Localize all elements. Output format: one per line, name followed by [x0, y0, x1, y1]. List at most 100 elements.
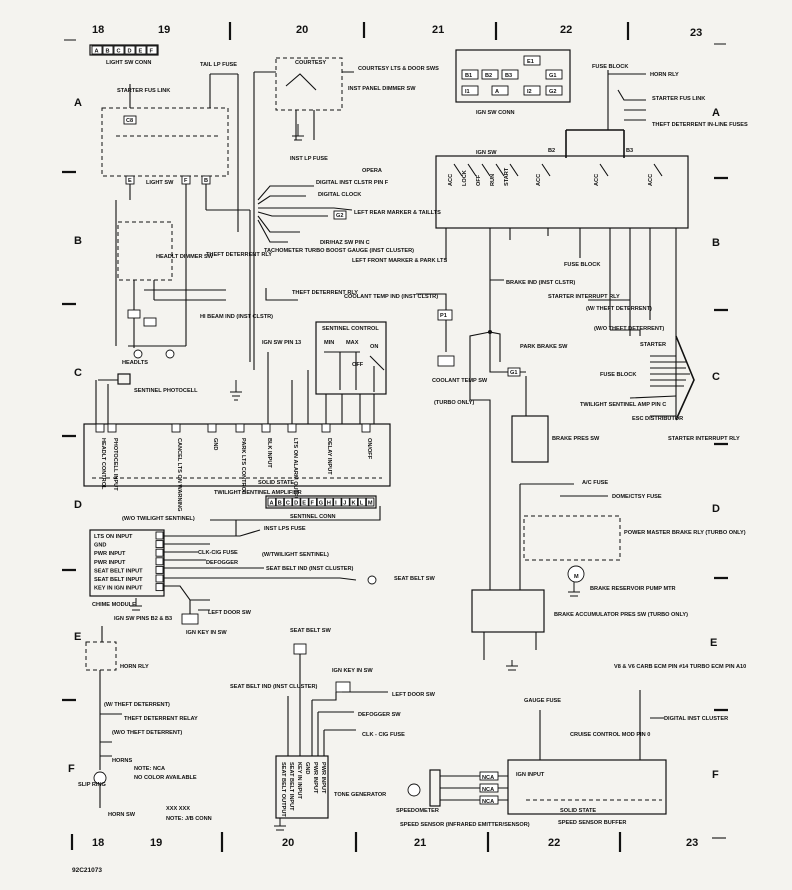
- sentinel-conn-pin-label: G: [319, 501, 323, 507]
- chime-pin: [155, 531, 164, 540]
- amp-pin-label: DELAY INPUT: [326, 438, 332, 475]
- amp-solid-state: SOLID STATE: [258, 480, 294, 486]
- svg-text:M: M: [574, 574, 579, 580]
- horn-sw-label: HORN SW: [108, 812, 136, 818]
- defogger-sw-label: DEFOGGER SW: [358, 712, 401, 718]
- digital-inst-clster-label: DIGITAL INST CLSTR PIN F: [316, 180, 389, 186]
- light-sw-pin: [91, 45, 103, 55]
- tag-g1: G1: [510, 370, 517, 376]
- horn-rly-top-label: HORN RLY: [650, 72, 679, 78]
- cruise-control-label: CRUISE CONTROL MOD PIN 0: [570, 732, 650, 738]
- chime-pin-label: LTS ON INPUT: [94, 534, 133, 540]
- sentinel-control: SENTINEL CONTROL MIN MAX ON OFF IGN SW P…: [262, 321, 387, 424]
- sentinel-max: MAX: [346, 340, 359, 346]
- chime-pin-label: PWR INPUT: [94, 551, 126, 557]
- headlts-label: HEADLTS: [122, 360, 148, 366]
- grid-rows: A B C D E F A B C D E F: [62, 97, 728, 781]
- top-right-feeds: FUSE BLOCK HORN RLY STARTER FUS LINK THE…: [565, 64, 748, 158]
- light-sw-label: LIGHT SW: [146, 180, 174, 186]
- twilight-sentinel-amplifier: TWILIGHT SENTINEL AMPLIFIER SOLID STATE …: [83, 423, 391, 511]
- digital-inst-label: DIGITAL INST CLUSTER: [664, 716, 728, 722]
- sentinel-conn-pin-label: K: [352, 501, 356, 507]
- sentinel-conn-pin-label: L: [360, 501, 364, 507]
- ign-conn-pin: [501, 69, 519, 80]
- starter-fus-link-label: STARTER FUS LINK: [117, 88, 170, 94]
- row-right-E: E: [710, 637, 717, 649]
- light-sw-pin: [124, 45, 136, 55]
- amp-pin: [261, 423, 271, 433]
- ign-contact: [467, 163, 477, 177]
- sentinel-conn-pin: [341, 497, 350, 507]
- digital-clock-label: DIGITAL CLOCK: [318, 192, 361, 198]
- tail-lp-fuse-label: TAIL LP FUSE: [200, 62, 237, 68]
- chime-pin: [155, 583, 164, 592]
- hi-beam-ind-label: HI BEAM IND (INST CLSTR): [200, 314, 273, 320]
- ign-contact: [453, 163, 463, 177]
- inst-panel-dimmer-label: INST PANEL DIMMER SW: [348, 86, 416, 92]
- amp-pin: [287, 423, 297, 433]
- row-right-B: B: [712, 237, 720, 249]
- note-nca: NOTE: NCA: [134, 766, 165, 772]
- horn-rly-label: HORN RLY: [120, 664, 149, 670]
- ign-key-in-sw-label: IGN KEY IN SW: [186, 630, 227, 636]
- amp-pin: [95, 423, 105, 433]
- tone-pin-label: KEY IN INPUT: [296, 762, 302, 799]
- sentinel-conn-pin-label: M: [368, 501, 373, 507]
- ign-contact: [653, 163, 663, 177]
- light-sw-pin: [102, 45, 114, 55]
- ign-conn-pin: [545, 85, 563, 96]
- clk-cig-fuse-label: CLK-CIG FUSE: [198, 550, 238, 556]
- ign-contact: [541, 163, 551, 177]
- amp-pin: [207, 423, 217, 433]
- ign-conn-pin-label: B2: [485, 73, 492, 79]
- tone-pin-label: PWR INPUT: [320, 762, 326, 794]
- ign-conn-pin: [481, 69, 499, 80]
- horns-label: HORNS: [112, 758, 132, 764]
- sentinel-conn-pin: [283, 497, 293, 507]
- chime-pin: [155, 540, 164, 549]
- speed-sensor-buffer: V8 & V6 CARB ECM PIN #14 TURBO ECM PIN A…: [396, 664, 746, 828]
- sentinel-photocell: SENTINEL PHOTOCELL: [95, 373, 198, 424]
- inst-lps-fuse-label: INST LPS FUSE: [264, 526, 306, 532]
- sentinel-conn-pin: [275, 497, 285, 507]
- power-master-label: POWER MASTER BRAKE RLY (TURBO ONLY): [624, 530, 746, 536]
- sentinel-control-label: SENTINEL CONTROL: [322, 326, 379, 332]
- starter-fus-link-r-label: STARTER FUS LINK: [652, 96, 705, 102]
- esc-distributor-label: ESC DISTRIBUTOR: [632, 416, 683, 422]
- ign-conn-pin: [461, 69, 479, 80]
- chime-pin-label: GND: [94, 543, 106, 549]
- col-top-23: 23: [690, 27, 702, 39]
- col-bottom-21: 21: [414, 837, 426, 849]
- amp-pin-label: GND: [212, 438, 218, 450]
- tone-generator: SEAT BELT SW SEAT BELT IND (INST CLUSTER…: [230, 628, 436, 819]
- chime-pin-label: SEAT BELT INPUT: [94, 568, 143, 574]
- sentinel-conn-pin-label: D: [294, 501, 298, 507]
- light-sw-pin-label: D: [128, 49, 132, 55]
- defogger-label: DEFOGGER: [206, 560, 238, 566]
- col-top-22: 22: [560, 24, 572, 36]
- sentinel-conn-pin: [365, 497, 375, 507]
- col-bottom-20: 20: [282, 837, 294, 849]
- seat-belt-sw-label: SEAT BELT SW: [394, 576, 436, 582]
- ign-conn-pin-label: I2: [527, 89, 532, 95]
- ign-position-label: ACC: [594, 174, 600, 186]
- light-sw-pin-label: B: [106, 49, 110, 55]
- left-door-sw-label: LEFT DOOR SW: [208, 610, 252, 616]
- left-rear-marker-label: LEFT REAR MARKER & TAILLTS: [354, 210, 441, 216]
- headlight-section: HEADLT DIMMER SW THEFT DETERRENT RLY HI …: [117, 221, 273, 366]
- tone-pin-label: GND: [304, 762, 310, 774]
- row-left-A: A: [74, 97, 82, 109]
- inst-lp-fuse-label: INST LP FUSE: [290, 156, 328, 162]
- sentinel-on: ON: [370, 344, 378, 350]
- nca-tag-2: NCA: [482, 787, 494, 793]
- ign-position-label: OFF: [476, 174, 482, 186]
- sentinel-conn-pin-label: I: [335, 501, 337, 507]
- ign-position-label: LOCK: [462, 170, 468, 186]
- seat-belt-ind2-label: SEAT BELT IND (INST CLUSTER): [230, 684, 318, 690]
- ign-contact: [509, 163, 519, 177]
- speed-buffer-label: SPEED SENSOR BUFFER: [558, 820, 626, 826]
- twilight-amp-pin-label: TWILIGHT SENTINEL AMP PIN C: [580, 402, 666, 408]
- col-top-20: 20: [296, 24, 308, 36]
